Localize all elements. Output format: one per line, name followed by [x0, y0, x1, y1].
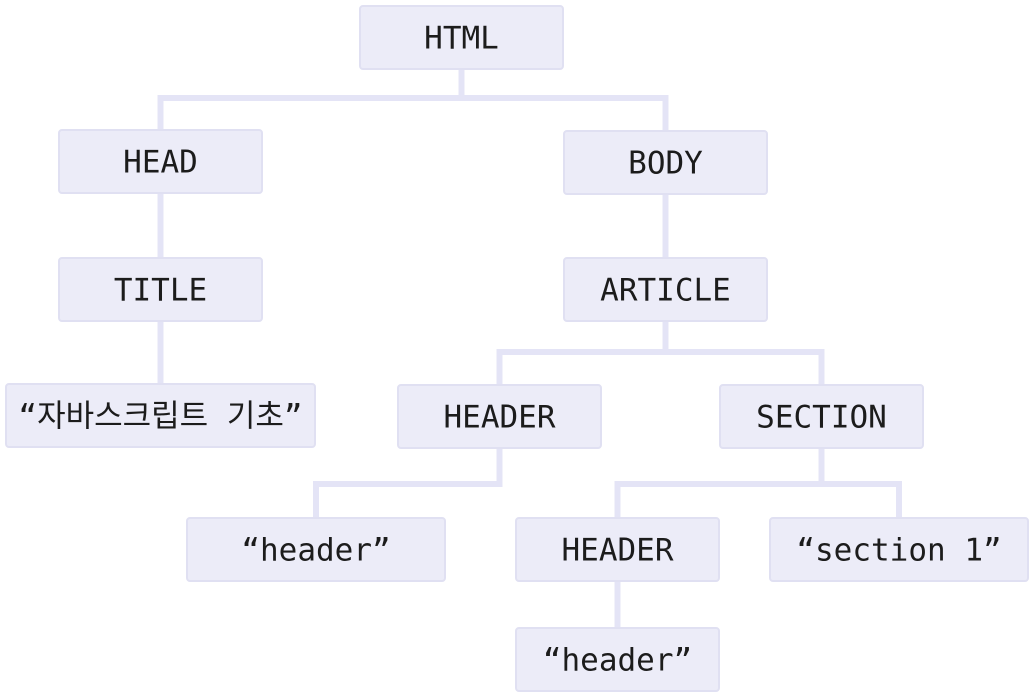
node-label: “자바스크립트 기초”	[18, 399, 302, 435]
node-label: “header”	[241, 533, 390, 569]
node-title-text: “자바스크립트 기초”	[5, 383, 316, 448]
node-box	[719, 384, 924, 449]
edge-html-to-head	[157, 69, 465, 130]
node-title: TITLE	[58, 257, 263, 322]
edge-article-to-section	[662, 321, 825, 385]
node-label: BODY	[628, 146, 703, 182]
node-html: HTML	[359, 5, 564, 70]
node-box	[563, 130, 768, 195]
node-section: SECTION	[719, 384, 924, 449]
node-label: “section 1”	[796, 533, 1001, 569]
tree-nodes: HTML HEAD BODY TITLE “자바스크립트 기초” ARTICLE HEADE…	[5, 5, 1029, 692]
node-label: TITLE	[114, 273, 207, 309]
node-box	[515, 627, 720, 692]
node-box	[5, 383, 316, 448]
node-box	[359, 5, 564, 70]
edge-section-to-header2	[614, 448, 825, 518]
node-head: HEAD	[58, 129, 263, 194]
node-box	[563, 257, 768, 322]
node-label: ARTICLE	[600, 273, 731, 309]
node-article: ARTICLE	[563, 257, 768, 322]
node-header1: HEADER	[397, 384, 602, 449]
node-label: HEADER	[444, 400, 556, 436]
edge-article-to-header1	[496, 321, 669, 385]
node-label: SECTION	[756, 400, 887, 436]
node-box	[515, 517, 720, 582]
node-label: HTML	[424, 21, 499, 57]
edge-html-to-body	[458, 69, 669, 131]
node-header2: HEADER	[515, 517, 720, 582]
node-box	[769, 517, 1029, 582]
edge-header1-to-header1_text	[313, 448, 503, 518]
tree-edges	[157, 69, 902, 628]
node-label: HEAD	[123, 145, 198, 181]
node-section-text: “section 1”	[769, 517, 1029, 582]
node-header2-text: “header”	[515, 627, 720, 692]
node-header1-text: “header”	[186, 517, 446, 582]
node-box	[186, 517, 446, 582]
node-box	[58, 257, 263, 322]
node-box	[397, 384, 602, 449]
edge-section-to-section_text	[818, 448, 902, 518]
node-box	[58, 129, 263, 194]
node-label: “header”	[543, 643, 692, 679]
node-label: HEADER	[562, 533, 674, 569]
node-body: BODY	[563, 130, 768, 195]
